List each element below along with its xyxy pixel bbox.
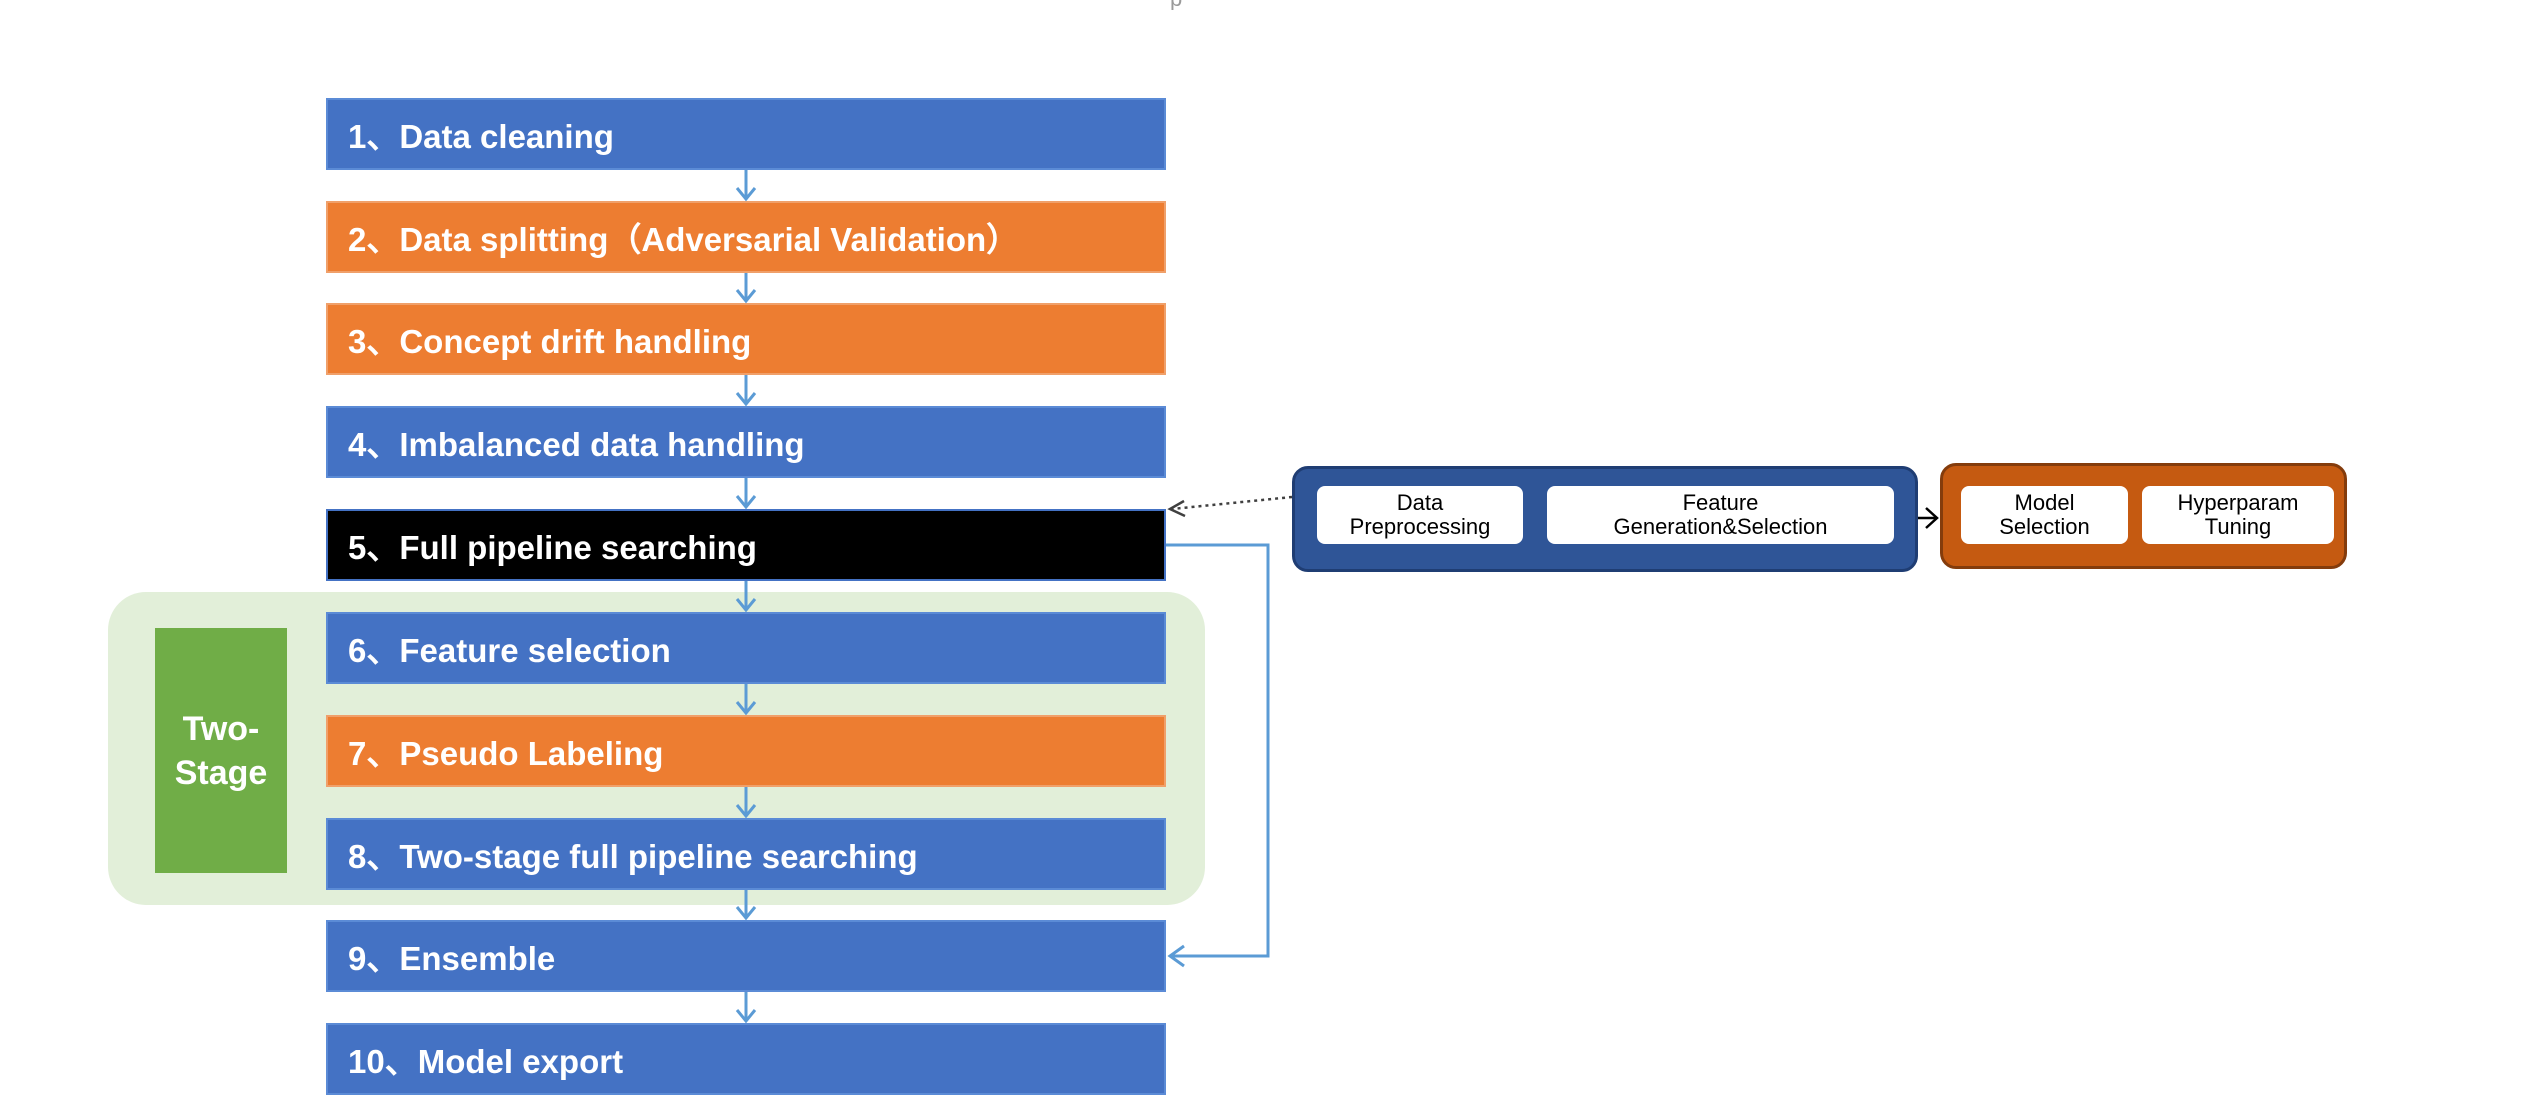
down-arrow-1-2	[735, 170, 757, 202]
down-arrow-4-5	[735, 478, 757, 510]
step-6-feature-selection: 6、Feature selection	[326, 612, 1166, 684]
dotted-link-arrow	[1167, 495, 1293, 518]
step-2-data-splitting: 2、Data splitting（Adversarial Validation）	[326, 201, 1166, 273]
skip-arrow-5-to-9	[1166, 543, 1270, 968]
step-3-concept-drift-handling: 3、Concept drift handling	[326, 303, 1166, 375]
hyperparam-tuning-chip: Hyperparam Tuning	[2142, 486, 2334, 544]
step-1-data-cleaning: 1、Data cleaning	[326, 98, 1166, 170]
step-8-two-stage-full-pipeline-searching: 8、Two-stage full pipeline searching	[326, 818, 1166, 890]
model-selection-chip: Model Selection	[1961, 486, 2128, 544]
down-arrow-2-3	[735, 273, 757, 304]
data-preprocessing-chip: Data Preprocessing	[1317, 486, 1523, 544]
step-10-model-export: 10、Model export	[326, 1023, 1166, 1095]
step-5-full-pipeline-searching: 5、Full pipeline searching	[326, 509, 1166, 581]
down-arrow-3-4	[735, 375, 757, 407]
step-4-imbalanced-data-handling: 4、Imbalanced data handling	[326, 406, 1166, 478]
down-arrow-8-9	[735, 890, 757, 921]
feature-generation-selection-chip: Feature Generation&Selection	[1547, 486, 1894, 544]
two-stage-label: Two- Stage	[155, 628, 287, 873]
top-text-fragment: p p	[1170, 0, 1370, 10]
down-arrow-5-6	[735, 581, 757, 613]
group-link-arrow	[1918, 507, 1939, 529]
step-7-pseudo-labeling: 7、Pseudo Labeling	[326, 715, 1166, 787]
down-arrow-9-10	[735, 992, 757, 1024]
step-9-ensemble: 9、Ensemble	[326, 920, 1166, 992]
down-arrow-7-8	[735, 787, 757, 819]
down-arrow-6-7	[735, 684, 757, 716]
